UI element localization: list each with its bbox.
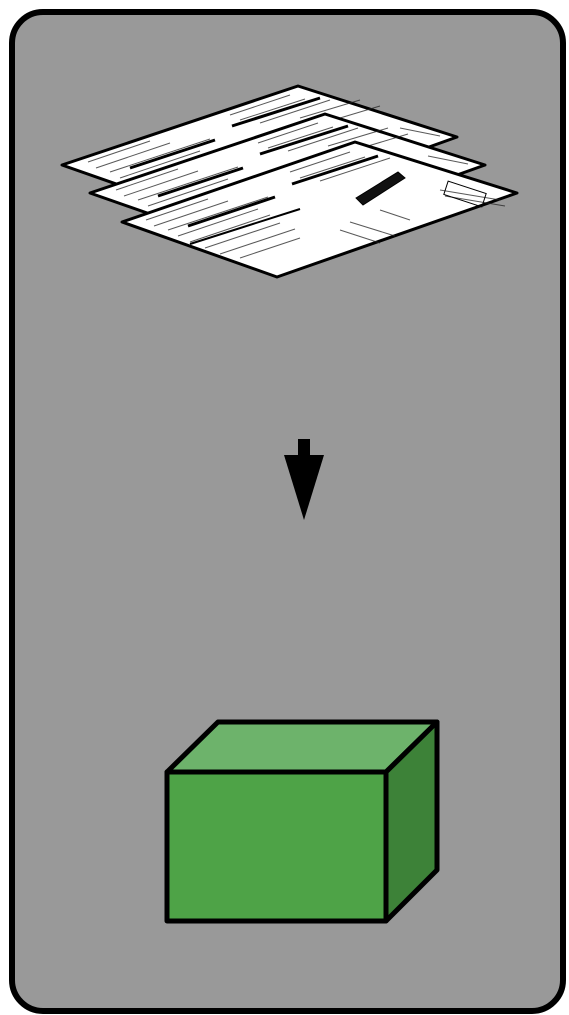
cube-front-face	[164, 769, 389, 924]
document-sheet-front	[120, 140, 519, 279]
arrow-down-icon	[284, 439, 324, 520]
cube-icon	[164, 719, 440, 924]
document-stack-icon	[60, 84, 519, 279]
